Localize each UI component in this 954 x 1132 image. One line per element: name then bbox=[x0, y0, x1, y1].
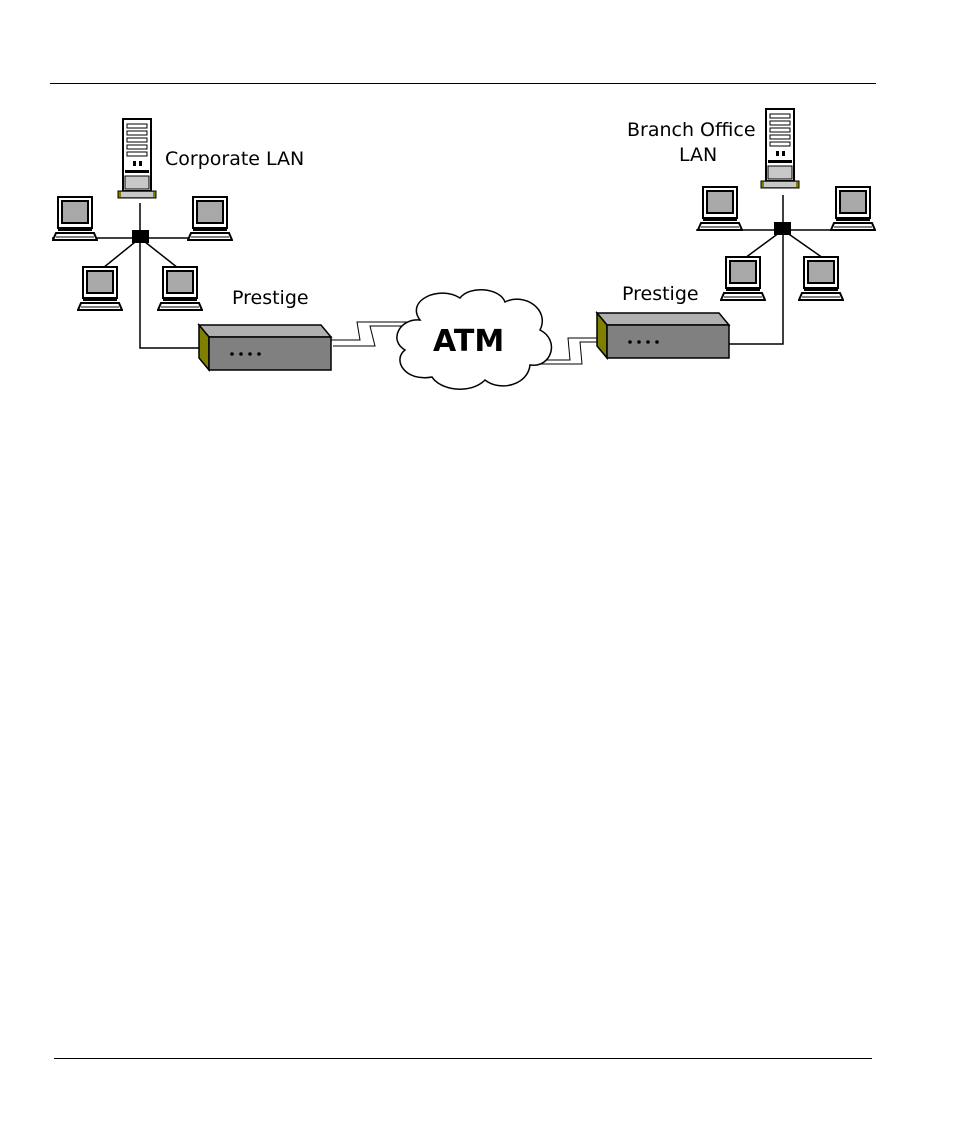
corporate-pc-icon bbox=[53, 197, 97, 240]
branch-hub bbox=[774, 222, 791, 235]
corporate-pc-icon bbox=[158, 267, 202, 310]
corporate-lan-label: Corporate LAN bbox=[165, 148, 304, 170]
branch-server-icon bbox=[761, 109, 799, 188]
prestige-right-label: Prestige bbox=[622, 283, 699, 305]
prestige-left-label: Prestige bbox=[232, 287, 309, 309]
branch-pc-icon bbox=[831, 187, 875, 230]
corporate-pc-icon bbox=[188, 197, 232, 240]
corporate-pc-icon bbox=[78, 267, 122, 310]
branch-office-label-line2: LAN bbox=[679, 144, 717, 166]
prestige-router-right: Prestige bbox=[597, 283, 729, 358]
corporate-lan-group: Corporate LAN bbox=[52, 119, 304, 348]
branch-office-label-line1: Branch Office bbox=[627, 119, 756, 141]
branch-pc-icon bbox=[721, 257, 765, 300]
prestige-router-left: Prestige bbox=[199, 287, 331, 370]
branch-lan-group: Branch Office LAN bbox=[627, 109, 875, 344]
branch-pc-icon bbox=[698, 187, 742, 230]
corporate-hub bbox=[132, 230, 149, 243]
corporate-server-icon bbox=[118, 119, 156, 198]
atm-cloud: ATM bbox=[397, 290, 552, 390]
branch-pc-icon bbox=[799, 257, 843, 300]
atm-cloud-label: ATM bbox=[433, 324, 504, 359]
